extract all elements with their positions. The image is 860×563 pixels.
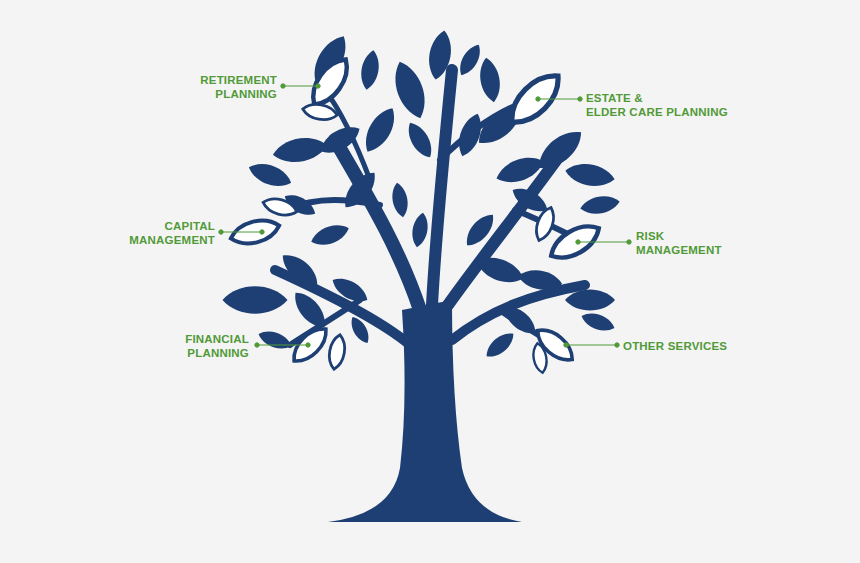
service-label: RISK MANAGEMENT xyxy=(636,229,722,257)
leader-lines xyxy=(219,84,631,347)
service-label: OTHER SERVICES xyxy=(623,339,727,353)
leaves xyxy=(223,29,622,362)
trunk xyxy=(328,300,522,522)
outlined-leaves xyxy=(228,53,604,374)
service-label: RETIREMENT PLANNING xyxy=(200,73,277,101)
service-label: CAPITAL MANAGEMENT xyxy=(129,219,215,247)
service-label: ESTATE & ELDER CARE PLANNING xyxy=(586,91,728,119)
service-label: FINANCIAL PLANNING xyxy=(185,332,249,360)
